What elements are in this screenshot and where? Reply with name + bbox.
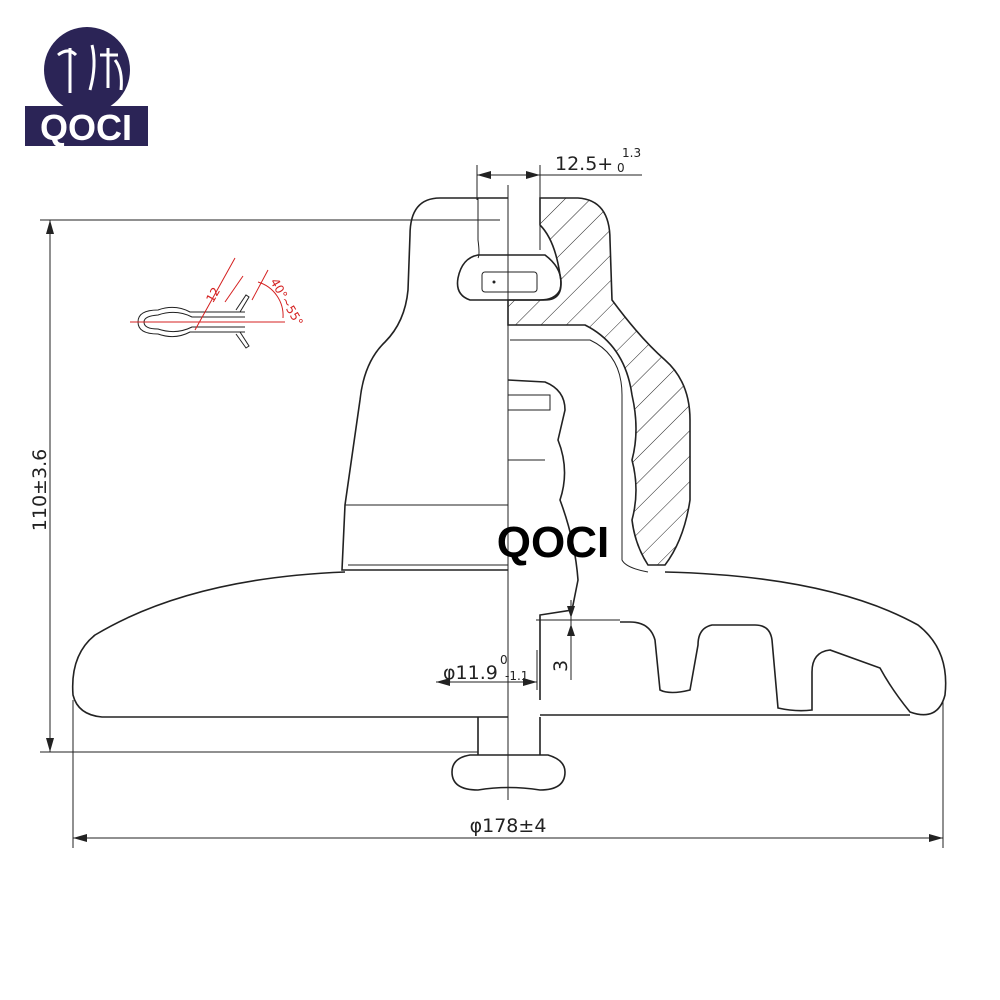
brand-watermark: QOCI [497, 518, 609, 567]
height-label: 110±3.6 [29, 449, 51, 531]
socket-width-label: 12.5+ [555, 153, 613, 175]
socket-tol-lower: 0 [617, 161, 625, 175]
gap-label: 3 [550, 660, 572, 672]
pin-diameter-dimension: φ11.9 0 -1.1 3 [436, 600, 575, 690]
company-logo: QOCI [25, 27, 148, 148]
pin-tol-upper: 0 [500, 653, 508, 667]
pin-section [507, 379, 579, 700]
pin-shank [477, 717, 541, 755]
socket-slot [456, 254, 562, 301]
socket-tol-upper: 1.3 [622, 146, 641, 160]
pin-diameter-label: φ11.9 [443, 662, 498, 684]
cotter-width-label: 12 [203, 285, 223, 305]
shed-outline [71, 571, 508, 718]
pin-head [451, 754, 566, 791]
cap-outline [341, 197, 508, 571]
cap-section [507, 197, 691, 566]
diameter-label: φ178±4 [470, 815, 547, 837]
height-dimension: 110±3.6 [29, 219, 500, 753]
cotter-angle-label: 40°~55° [267, 276, 305, 329]
logo-text: QOCI [40, 107, 132, 148]
pin-tol-lower: -1.1 [505, 669, 528, 683]
cotter-pin: 12 40°~55° [130, 257, 306, 349]
socket-width-dimension: 12.5+ 1.3 0 [476, 146, 642, 200]
shed-ribs [540, 571, 947, 716]
diameter-dimension: φ178±4 [72, 700, 944, 848]
